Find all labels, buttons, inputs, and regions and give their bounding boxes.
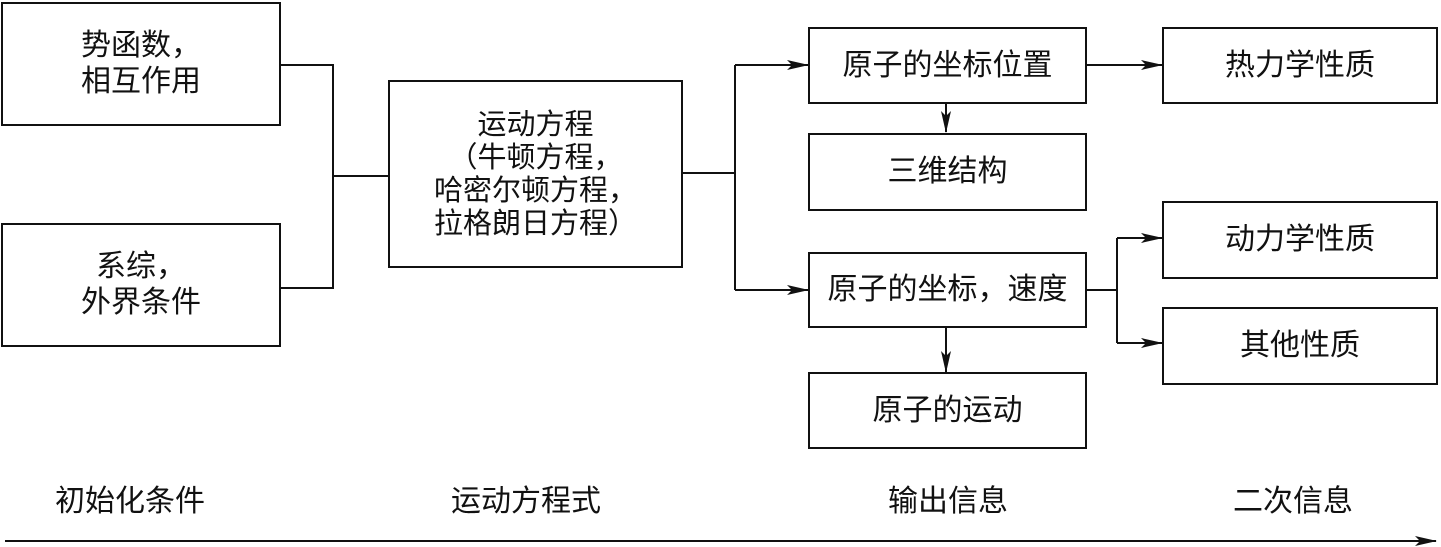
box-line: 相互作用 — [81, 64, 201, 99]
box-line: 原子的运动 — [872, 392, 1023, 428]
box-line: 哈密尔顿方程， — [433, 173, 637, 207]
box-equations-of-motion: 运动方程 （牛顿方程， 哈密尔顿方程， 拉格朗日方程） — [388, 80, 683, 268]
box-line: （牛顿方程， — [448, 140, 623, 174]
box-line: 原子的坐标位置 — [842, 47, 1053, 83]
box-line: 外界条件 — [81, 285, 201, 320]
box-3d-structure: 三维结构 — [808, 133, 1087, 211]
box-line: 拉格朗日方程） — [433, 206, 637, 240]
stage-label-output: 输出信息 — [888, 484, 1008, 519]
box-ensemble-conditions: 系综， 外界条件 — [1, 223, 281, 347]
box-atom-positions-velocities: 原子的坐标，速度 — [808, 252, 1087, 328]
box-atom-motion: 原子的运动 — [808, 372, 1087, 449]
box-line: 热力学性质 — [1225, 47, 1375, 83]
box-line: 动力学性质 — [1225, 222, 1375, 257]
connector-potential-to-merge — [280, 64, 334, 289]
box-line: 运动方程 — [477, 107, 594, 141]
stage-label-initialization: 初始化条件 — [55, 484, 205, 519]
box-line: 原子的坐标，速度 — [827, 272, 1068, 307]
box-line: 势函数， — [81, 28, 201, 63]
box-line: 三维结构 — [887, 154, 1008, 189]
box-dynamic-properties: 动力学性质 — [1162, 201, 1438, 279]
stage-label-equations: 运动方程式 — [451, 484, 601, 519]
box-line: 其他性质 — [1240, 328, 1360, 363]
box-potential-functions: 势函数， 相互作用 — [1, 2, 281, 126]
box-atom-positions: 原子的坐标位置 — [808, 27, 1087, 104]
box-other-properties: 其他性质 — [1162, 307, 1438, 385]
box-line: 系综， — [96, 249, 186, 284]
stage-label-secondary: 二次信息 — [1233, 484, 1353, 519]
box-thermodynamic-properties: 热力学性质 — [1162, 27, 1438, 104]
